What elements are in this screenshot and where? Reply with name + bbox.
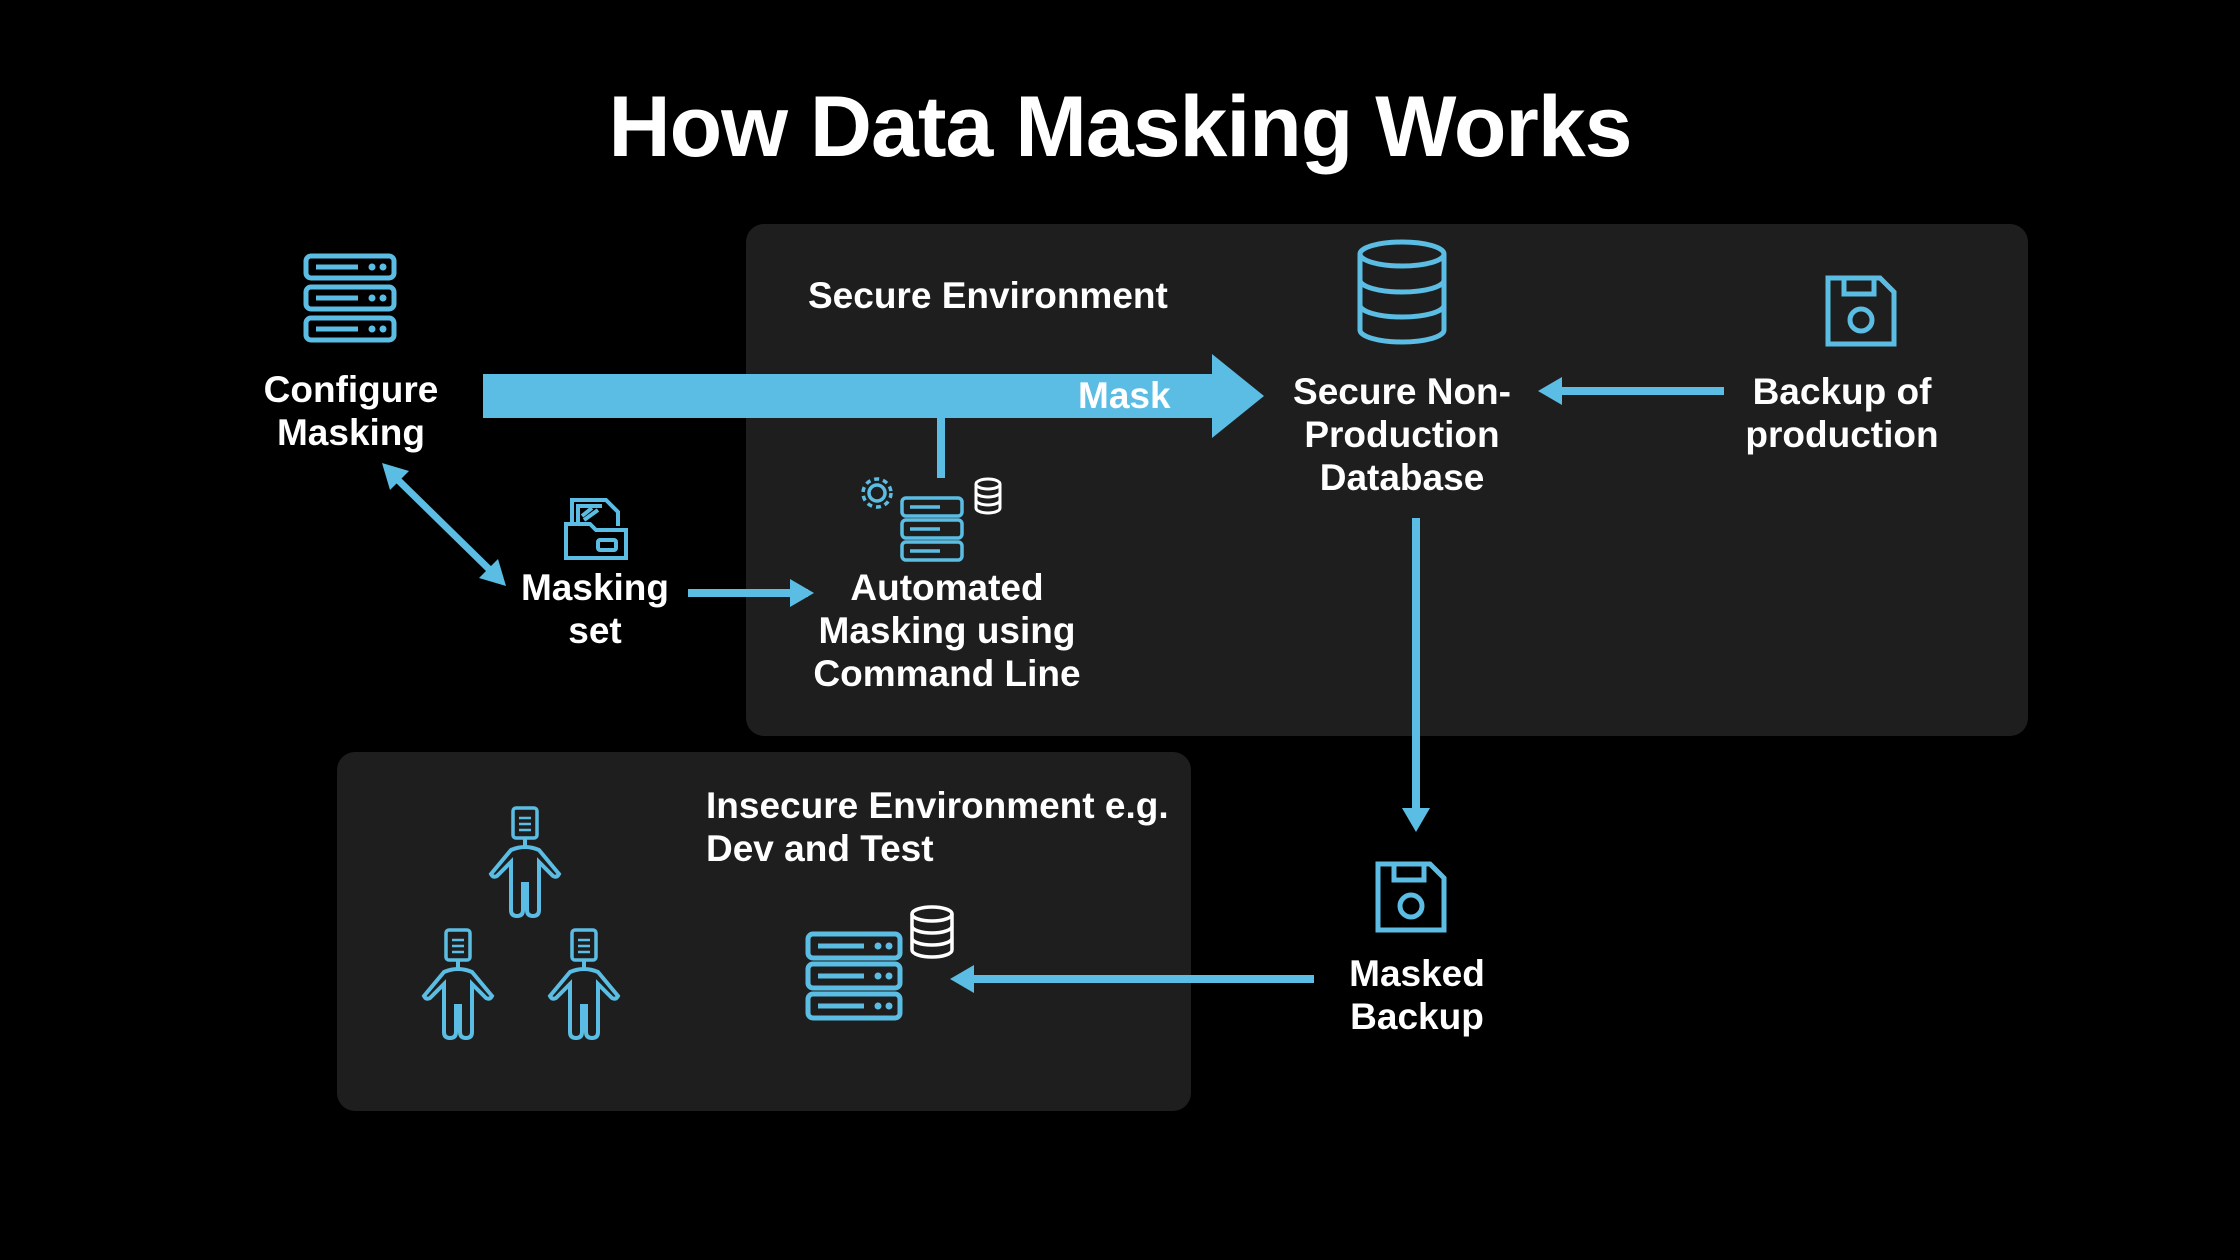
secure-environment-panel [746, 224, 2028, 736]
page-title: How Data Masking Works [608, 79, 1633, 175]
backup-to-db-arrow-shaft [1560, 387, 1724, 395]
folder-files-icon [564, 498, 628, 560]
database-icon [1357, 239, 1447, 345]
server-gear-icon [861, 477, 1002, 562]
mask-arrow-label: Mask [1078, 375, 1171, 416]
secure-db-label: Secure Non- Production Database [1293, 371, 1511, 498]
server-icon [303, 253, 397, 343]
masked-backup-label: Masked Backup [1349, 953, 1485, 1037]
masked-to-dev-arrow-head [950, 965, 974, 993]
automated-masking-label: Automated Masking using Command Line [813, 567, 1081, 694]
secure-environment-label: Secure Environment [808, 275, 1168, 316]
floppy-disk-icon [1375, 861, 1447, 933]
db-to-masked-arrow-head [1402, 808, 1430, 832]
set-to-automated-arrow-head [790, 579, 814, 607]
server-with-database-icon [805, 905, 954, 1021]
mask-connector [937, 416, 945, 478]
insecure-environment-panel [337, 752, 1191, 1111]
person-with-document-icon [422, 928, 494, 1040]
db-to-masked-arrow-shaft [1412, 518, 1420, 820]
configure-masking-label: Configure Masking [263, 369, 439, 453]
users-group [422, 806, 620, 1040]
insecure-environment-label: Insecure Environment e.g. Dev and Test [706, 785, 1169, 869]
configure-masking-set-arrow [382, 463, 506, 586]
mask-arrow [483, 354, 1264, 438]
masked-to-dev-arrow-shaft [974, 975, 1314, 983]
backup-to-db-arrow-head [1538, 377, 1562, 405]
person-with-document-icon [489, 806, 561, 918]
masking-set-label: Masking set [520, 567, 670, 651]
person-with-document-icon [548, 928, 620, 1040]
backup-production-label: Backup of production [1745, 371, 1939, 455]
set-to-automated-arrow-shaft [688, 589, 808, 597]
floppy-disk-icon [1825, 275, 1897, 347]
